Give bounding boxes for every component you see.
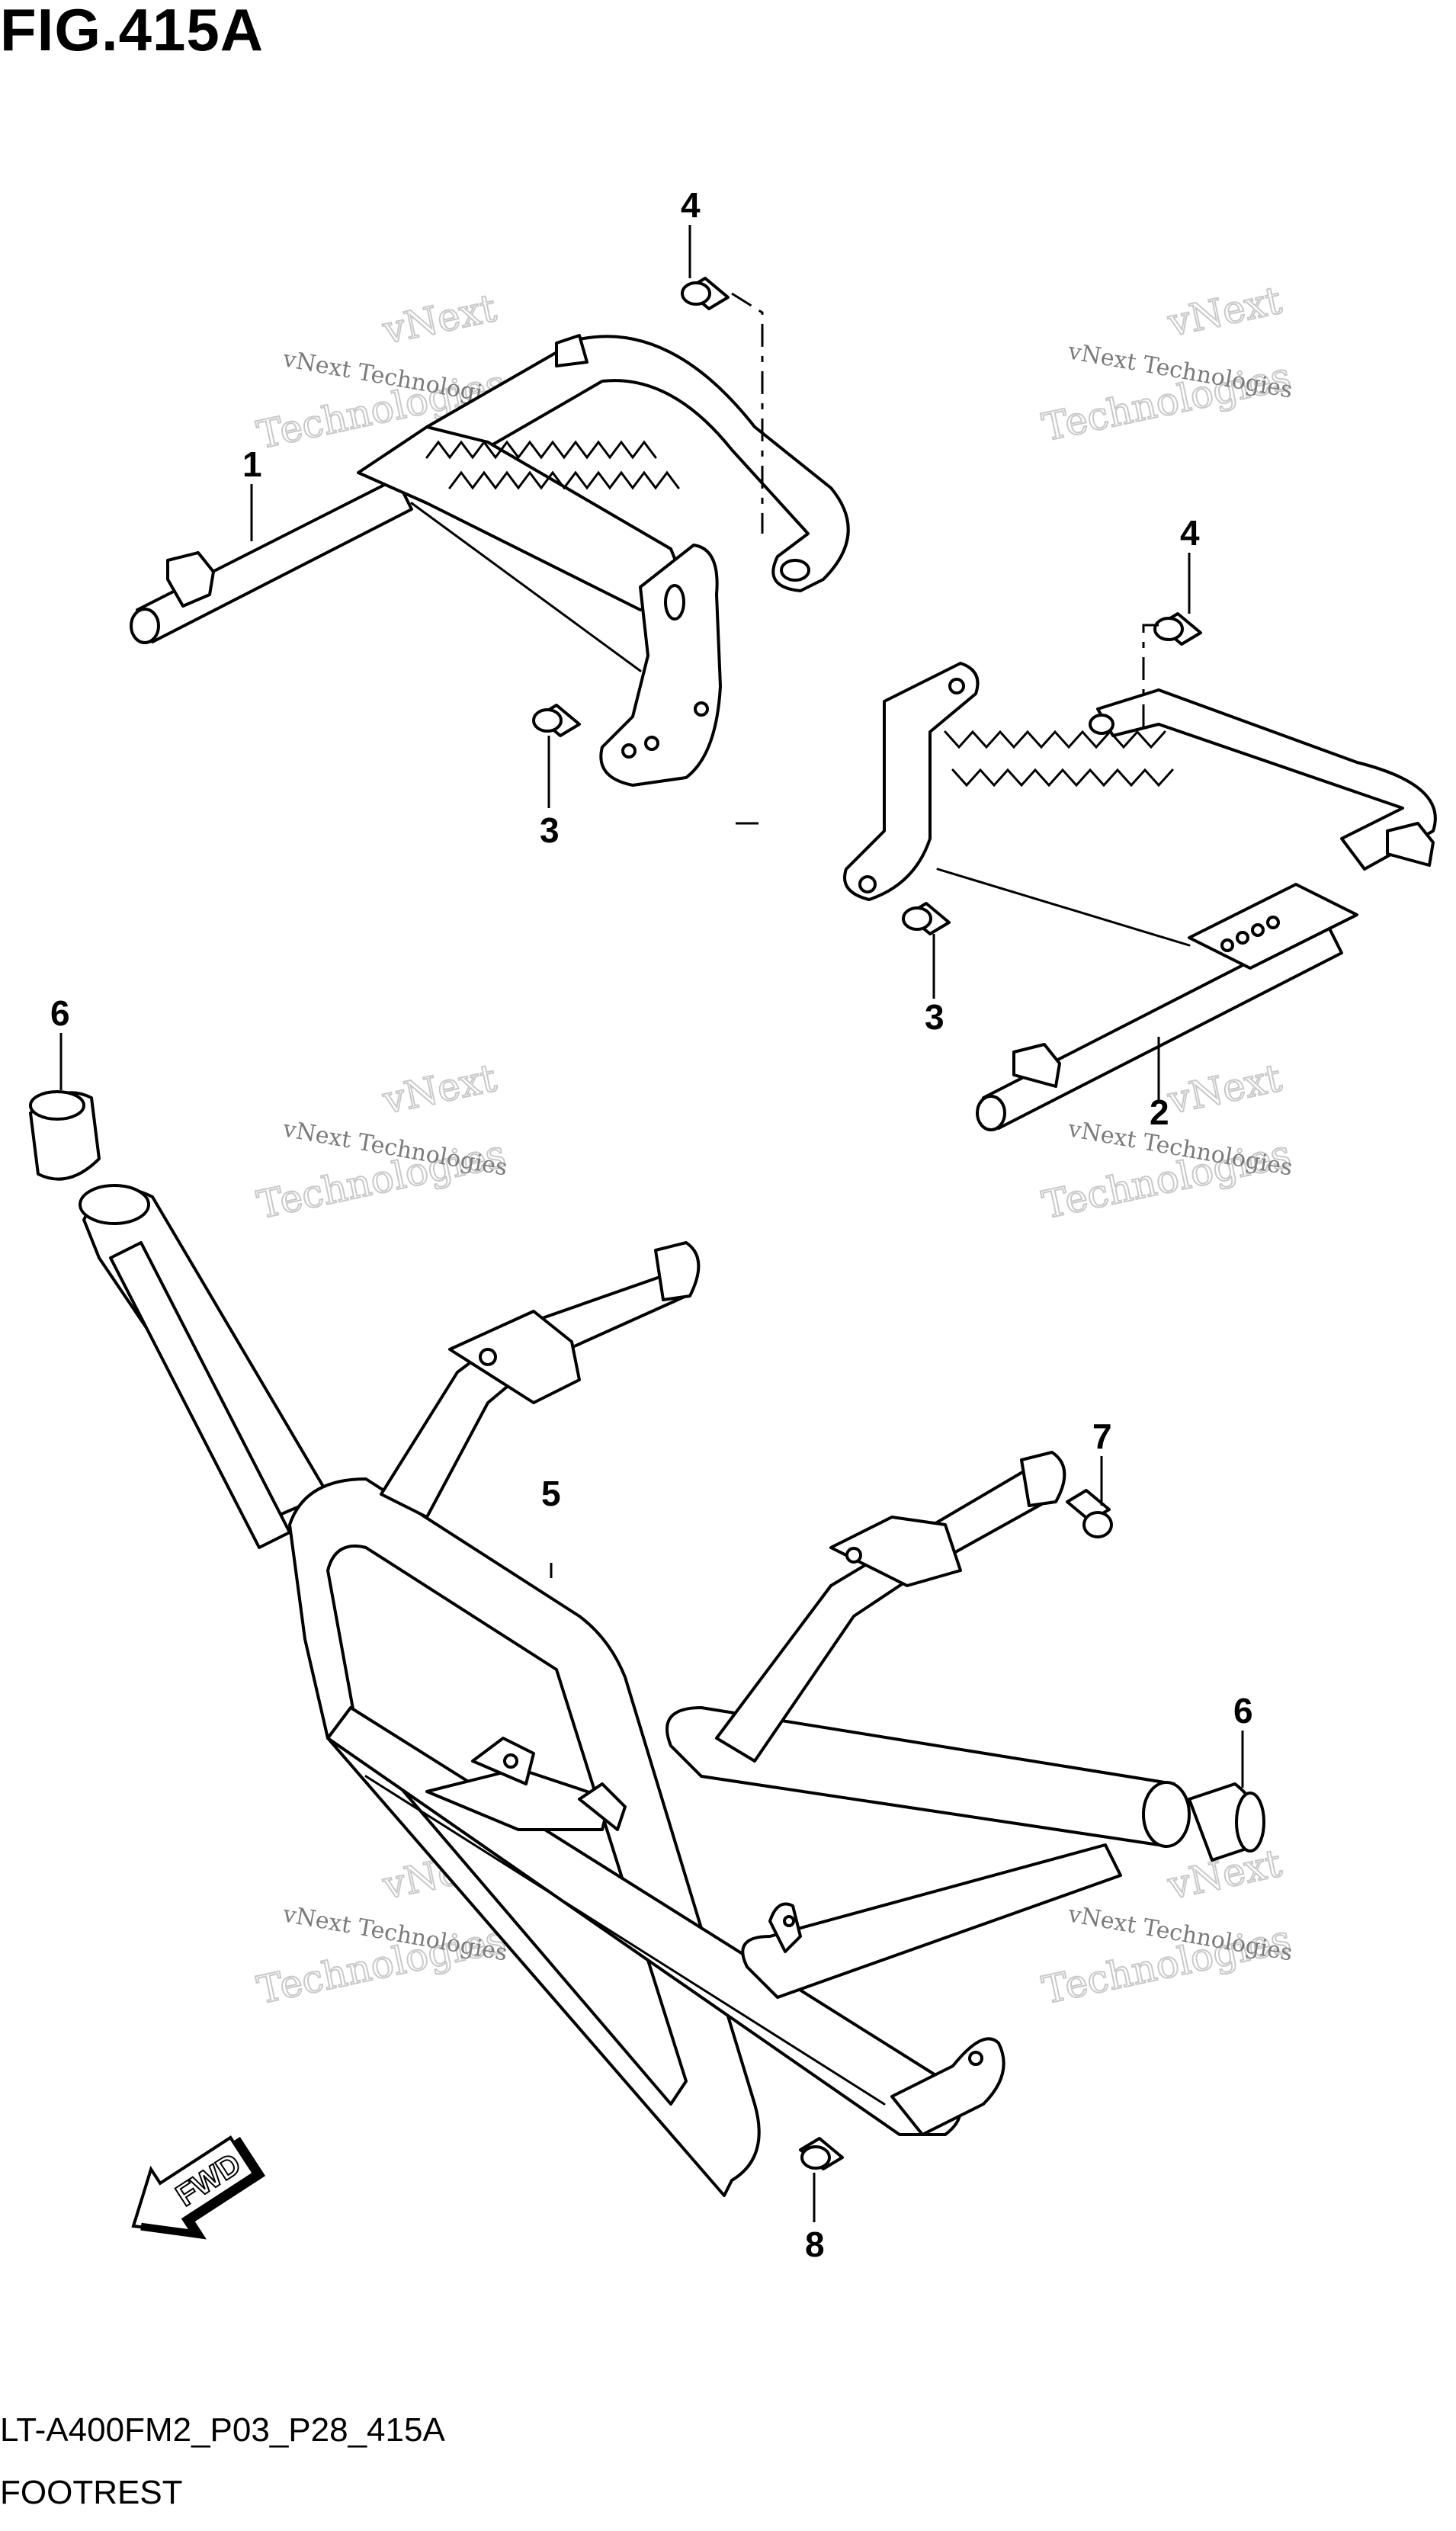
bolt-3-left[interactable] <box>532 704 581 737</box>
svg-text:vNext: vNext <box>378 1056 500 1123</box>
callout-1: 1 <box>242 444 262 484</box>
fwd-badge: FWD <box>131 2135 266 2240</box>
end-cap-right[interactable] <box>1188 1782 1265 1862</box>
bolt-8[interactable] <box>799 2137 844 2170</box>
bolt-7[interactable] <box>1066 1489 1113 1538</box>
section-name: FOOTREST <box>0 2474 183 2511</box>
svg-text:vNext: vNext <box>1163 1056 1285 1123</box>
callout-7: 7 <box>1092 1416 1112 1456</box>
bolt-3-right[interactable] <box>902 902 951 935</box>
watermark: Technologies vNext vNext Technologies <box>1037 277 1295 451</box>
callout-labels: 1 2 3 3 4 4 5 6 6 7 8 <box>50 185 1253 2264</box>
callout-3: 3 <box>540 810 560 850</box>
footrest-left[interactable] <box>130 334 850 787</box>
figure-title: FIG.415A <box>0 0 265 63</box>
callout-4: 4 <box>1180 513 1200 553</box>
bolt-4-top[interactable] <box>681 277 730 310</box>
bolt-4-right[interactable] <box>1153 612 1202 646</box>
end-cap-left[interactable] <box>29 1090 101 1181</box>
model-code: LT-A400FM2_P03_P28_415A <box>0 2411 445 2449</box>
callout-3: 3 <box>925 997 944 1037</box>
footrest-right[interactable] <box>843 662 1437 1131</box>
callout-2: 2 <box>1150 1092 1169 1132</box>
callout-8: 8 <box>805 2225 825 2264</box>
guard-frame[interactable] <box>79 1184 1191 2197</box>
callout-5: 5 <box>541 1474 561 1513</box>
svg-text:vNext: vNext <box>1163 278 1285 345</box>
watermark: Technologies vNext vNext Technologies <box>252 1055 510 1228</box>
callout-4: 4 <box>681 185 701 225</box>
callout-6: 6 <box>1233 1691 1253 1731</box>
callout-6: 6 <box>50 993 70 1033</box>
svg-text:vNext: vNext <box>378 286 500 353</box>
leader-lines <box>59 225 1244 2222</box>
